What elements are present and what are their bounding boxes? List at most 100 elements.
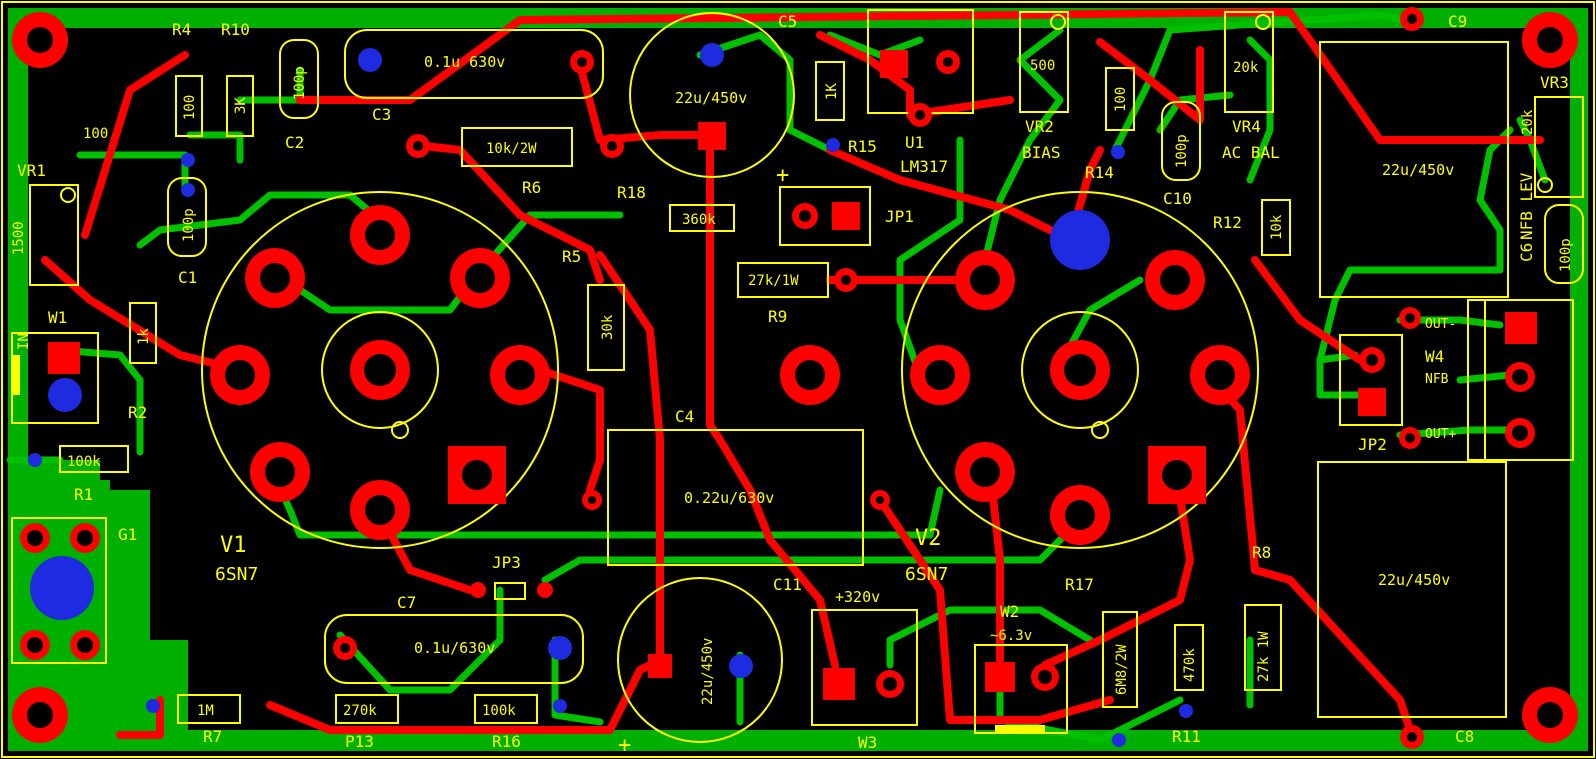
vr2-trimmer: 500 VR2 BIAS (1019, 11, 1069, 162)
svg-text:0.1u/630v: 0.1u/630v (414, 639, 495, 657)
w4-connector: W4 OUT- NFB OUT+ (1399, 299, 1574, 461)
svg-text:JP3: JP3 (492, 553, 521, 572)
jp3-jumper: JP3 (470, 553, 553, 600)
svg-text:+: + (618, 733, 631, 758)
svg-text:500: 500 (1030, 58, 1055, 74)
svg-text:270k: 270k (343, 703, 377, 719)
svg-text:NFB LEV: NFB LEV (1517, 172, 1536, 240)
svg-text:VR3: VR3 (1540, 73, 1569, 92)
svg-text:R1: R1 (74, 485, 93, 504)
svg-text:100p: 100p (1558, 238, 1574, 272)
svg-text:VR2: VR2 (1025, 117, 1054, 136)
svg-text:R16: R16 (492, 732, 521, 751)
svg-text:22u/450v: 22u/450v (1382, 161, 1454, 179)
jp1-jumper: JP1 + (776, 163, 914, 246)
vias (28, 43, 1193, 747)
p13-resistor: 270k P13 (335, 694, 399, 751)
r12-resistor: 10k R12 (1213, 199, 1291, 256)
svg-text:22u/450v: 22u/450v (700, 638, 716, 705)
svg-text:R14: R14 (1085, 163, 1114, 182)
v2-value: 6SN7 (905, 564, 948, 585)
c10-capacitor: 100p C10 (1161, 101, 1201, 208)
r1-resistor: 100k R1 (59, 445, 129, 504)
r11-resistor: 470k R11 (1172, 624, 1204, 746)
r2-resistor: 1k R2 (128, 302, 157, 422)
r9-resistor: 27k/1W R9 (737, 262, 858, 326)
svg-text:R17: R17 (1065, 575, 1094, 594)
vr3-trimmer: VR3 20k NFB LEV (1517, 73, 1584, 240)
c5-capacitor: C5 22u/450v (629, 12, 797, 178)
svg-text:C7: C7 (397, 593, 416, 612)
svg-text:100p: 100p (292, 66, 308, 100)
w4-pin-nfb: NFB (1425, 372, 1449, 387)
svg-text:R12: R12 (1213, 213, 1242, 232)
r6-resistor: 10k/2W R6 (406, 127, 624, 197)
svg-text:G1: G1 (118, 525, 137, 544)
svg-text:0.22u/630v: 0.22u/630v (684, 489, 774, 507)
w2-connector: W2 ~6.3v (974, 602, 1068, 734)
svg-text:IN: IN (16, 333, 32, 350)
svg-text:R15: R15 (848, 137, 877, 156)
svg-text:VR1: VR1 (17, 161, 46, 180)
r10-resistor: 3K R10 (221, 20, 254, 137)
svg-text:R18: R18 (617, 183, 646, 202)
svg-text:+320v: +320v (835, 588, 880, 606)
svg-text:1M: 1M (197, 703, 214, 719)
svg-text:W2: W2 (1000, 602, 1019, 621)
c2-capacitor: 100p C2 (279, 39, 319, 152)
svg-text:20k: 20k (1520, 109, 1536, 135)
c3-capacitor: 0.1u 630v C3 (344, 29, 604, 124)
svg-text:100p: 100p (181, 208, 197, 242)
mounting-holes (12, 12, 1578, 743)
svg-text:100: 100 (1113, 87, 1129, 112)
r4-resistor: 100 R4 (172, 20, 203, 137)
svg-text:C2: C2 (285, 133, 304, 152)
svg-text:AC BAL: AC BAL (1222, 143, 1280, 162)
svg-text:6M8/2W: 6M8/2W (1114, 644, 1130, 695)
vr1-trimmer: VR1 1500 100 (11, 126, 108, 286)
v1-tube-socket: V1 6SN7 (201, 191, 559, 585)
svg-text:R11: R11 (1172, 727, 1201, 746)
v1-value: 6SN7 (215, 564, 258, 585)
svg-text:W3: W3 (858, 733, 877, 752)
svg-text:LM317: LM317 (900, 157, 948, 176)
w4-pin-out-minus: OUT- (1425, 317, 1456, 332)
svg-text:U1: U1 (905, 133, 924, 152)
svg-text:3K: 3K (233, 97, 249, 114)
w1-connector: W1 IN (11, 308, 99, 424)
r7-resistor: 1M R7 (177, 694, 241, 746)
svg-text:VR4: VR4 (1232, 117, 1261, 136)
r18-resistor: 360k R18 (617, 183, 735, 232)
svg-text:C1: C1 (178, 268, 197, 287)
c6-capacitor: 100p C6 (1517, 204, 1584, 284)
svg-text:0.1u 630v: 0.1u 630v (424, 53, 505, 71)
svg-text:R4: R4 (172, 20, 191, 39)
svg-text:27k/1W: 27k/1W (748, 273, 799, 289)
svg-text:C11: C11 (773, 575, 802, 594)
c7-capacitor: 0.1u/630v C7 (324, 593, 584, 684)
svg-text:1500: 1500 (11, 221, 27, 255)
svg-text:C3: C3 (372, 105, 391, 124)
svg-text:R10: R10 (221, 20, 250, 39)
svg-text:R9: R9 (768, 307, 787, 326)
svg-text:C6: C6 (1517, 243, 1536, 262)
v2-designator: V2 (915, 526, 942, 551)
svg-text:30k: 30k (600, 314, 616, 340)
svg-text:27k 1W: 27k 1W (1256, 631, 1272, 682)
svg-text:W1: W1 (48, 308, 67, 327)
svg-text:20k: 20k (1233, 60, 1259, 76)
svg-text:100: 100 (182, 95, 198, 120)
svg-text:C8: C8 (1455, 727, 1474, 746)
r15-resistor: 1K R15 (815, 61, 877, 156)
svg-text:R6: R6 (522, 178, 541, 197)
svg-text:360k: 360k (682, 212, 716, 228)
svg-text:C5: C5 (778, 12, 797, 31)
svg-text:R8: R8 (1252, 543, 1271, 562)
svg-text:P13: P13 (345, 732, 374, 751)
svg-text:W4: W4 (1425, 347, 1444, 366)
svg-text:1K: 1K (824, 83, 840, 100)
svg-text:C4: C4 (675, 407, 694, 426)
g1-ground-lug: G1 (11, 517, 137, 664)
svg-text:1k: 1k (136, 328, 152, 345)
